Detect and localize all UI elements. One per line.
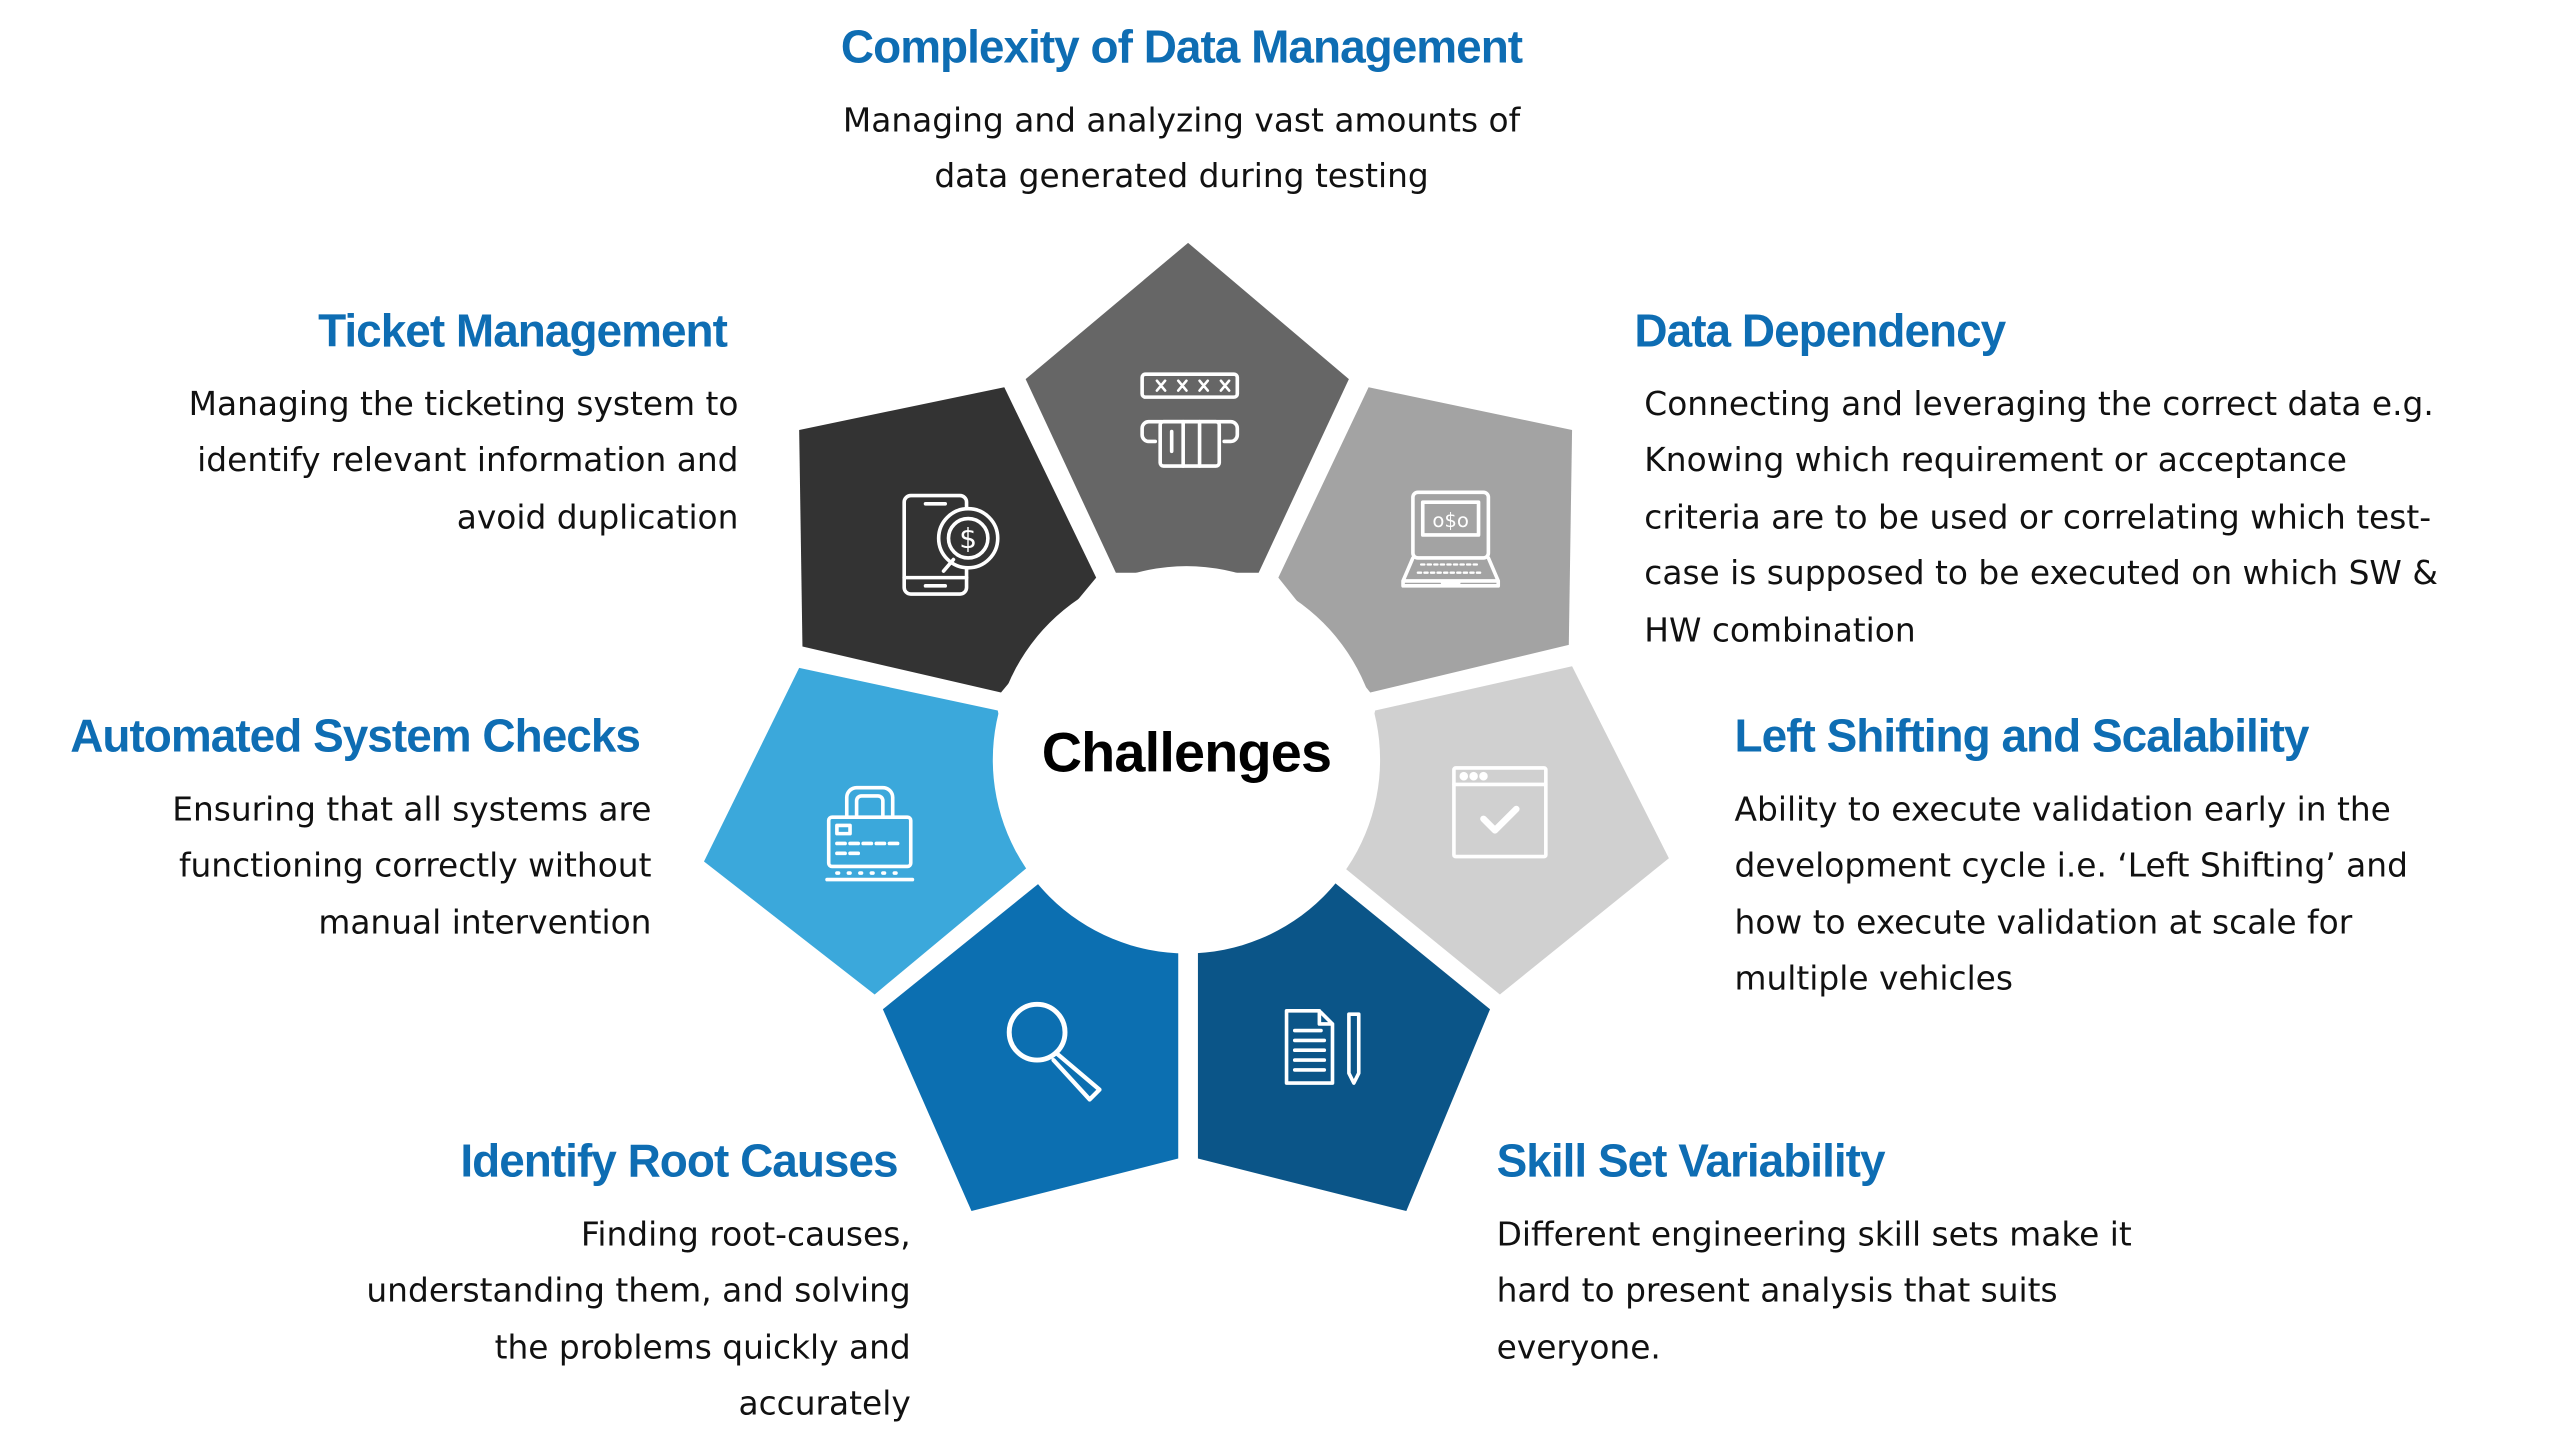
description-line: functioning correctly without <box>178 845 652 886</box>
laptop-money-icon: o$o <box>1401 490 1501 588</box>
card-lock-icon <box>825 785 915 882</box>
description-line: data generated during testing <box>934 156 1429 196</box>
atm-card-pin-icon <box>1140 372 1240 468</box>
description-line: accurately <box>738 1383 911 1424</box>
description-line: Finding root-causes, <box>580 1214 911 1254</box>
segment-right <box>1340 666 1669 995</box>
svg-text:o$o: o$o <box>1432 509 1469 532</box>
description-line: case is supposed to be executed on which… <box>1644 553 2438 593</box>
description-line: everyone. <box>1496 1327 1661 1367</box>
challenge-description: Managing and analyzing vast amounts of d… <box>689 92 1674 205</box>
segment-left <box>703 667 1031 995</box>
challenge-description: Managing the ticketing system to identif… <box>189 376 739 545</box>
challenge-title: Left Shifting and Scalability <box>1734 710 2310 762</box>
browser-check-icon <box>1452 766 1548 859</box>
segment-bottom-right <box>1197 879 1491 1212</box>
challenge-title: Data Dependency <box>1634 305 2006 357</box>
description-line: manual intervention <box>318 902 652 942</box>
description-line: development cycle i.e. ‘Left Shifting’ a… <box>1734 845 2408 886</box>
challenge-description: Different engineering skill sets make it… <box>1497 1206 2132 1375</box>
segment-top-right <box>1278 387 1573 693</box>
description-line: multiple vehicles <box>1734 958 2013 999</box>
challenge-ticket-management: Ticket Management Managing the ticketing… <box>189 304 739 546</box>
center-circle <box>992 566 1381 954</box>
description-line: Different engineering skill sets make it <box>1496 1214 2132 1254</box>
svg-text:$: $ <box>959 522 977 555</box>
description-line: avoid duplication <box>456 496 739 537</box>
challenge-description: Ensuring that all systems are functionin… <box>70 781 651 950</box>
description-line: Managing and analyzing vast amounts of <box>842 100 1521 140</box>
description-line: Ability to execute validation early in t… <box>1734 789 2391 829</box>
description-line: hard to present analysis that suits <box>1496 1270 2058 1311</box>
challenge-description: Connecting and leveraging the correct da… <box>1644 376 2438 658</box>
challenge-identify-root-causes: Identify Root Causes Finding root-causes… <box>366 1134 910 1432</box>
description-line: HW combination <box>1644 609 1916 650</box>
challenge-automated-system-checks: Automated System Checks Ensuring that al… <box>70 709 651 951</box>
challenge-skill-set-variability: Skill Set Variability Different engineer… <box>1497 1134 2132 1376</box>
description-line: identify relevant information and <box>197 440 739 480</box>
challenge-title: Skill Set Variability <box>1496 1135 1886 1187</box>
description-line: understanding them, and solving <box>366 1270 911 1311</box>
challenge-left-shifting-and-scalability: Left Shifting and Scalability Ability to… <box>1735 709 2408 1007</box>
magnifier-icon <box>1006 1001 1102 1102</box>
description-line: how to execute validation at scale for <box>1734 902 2353 942</box>
description-line: criteria are to be used or correlating w… <box>1644 496 2432 537</box>
challenge-complexity-of-data-management: Complexity of Data Management Managing a… <box>689 20 1674 205</box>
segment-bottom-left <box>882 879 1179 1212</box>
phone-dollar-chat-icon: $ <box>902 493 1000 596</box>
challenge-title: Ticket Management <box>318 305 728 357</box>
description-line: Ensuring that all systems are <box>172 789 652 829</box>
challenge-title: Automated System Checks <box>70 710 641 762</box>
challenge-description: Ability to execute validation early in t… <box>1735 781 2408 1007</box>
document-pencil-icon <box>1284 1009 1361 1085</box>
segment-top <box>1025 242 1349 573</box>
challenge-title: Identify Root Causes <box>460 1135 898 1187</box>
challenge-title: Complexity of Data Management <box>840 21 1523 73</box>
description-line: the problems quickly and <box>494 1327 911 1367</box>
description-line: Connecting and leveraging the correct da… <box>1644 383 2434 424</box>
challenge-description: Finding root-causes, understanding them,… <box>366 1206 910 1432</box>
description-line: Managing the ticketing system to <box>188 383 739 424</box>
description-line: Knowing which requirement or acceptance <box>1644 440 2347 480</box>
challenge-data-dependency: Data Dependency Connecting and leveragin… <box>1634 304 2437 659</box>
center-label: Challenges <box>1041 722 1332 785</box>
